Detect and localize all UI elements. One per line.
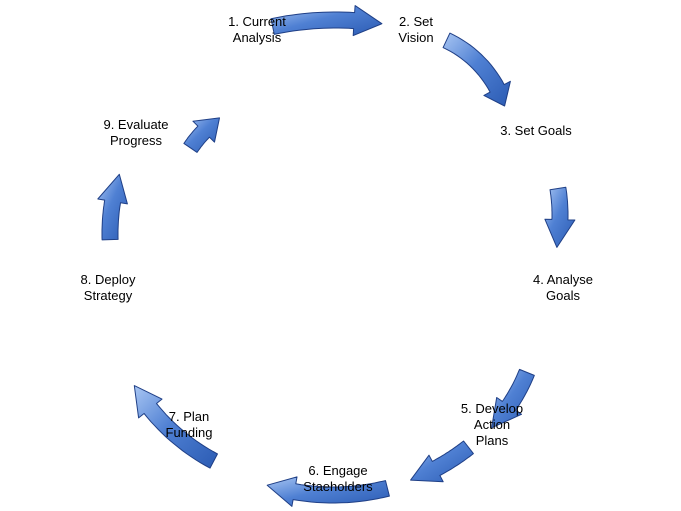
step-label-line: 8. Deploy xyxy=(81,272,136,287)
step-label-line: Analysis xyxy=(233,30,282,45)
step-label-line: 6. Engage xyxy=(308,463,367,478)
cycle-arrow-6 xyxy=(266,476,390,507)
step-label-line: 4. Analyse xyxy=(533,272,593,287)
step-label-line: 5. Develop xyxy=(461,401,523,416)
step-label-line: Strategy xyxy=(84,288,133,303)
step-label-line: Progress xyxy=(110,133,163,148)
cycle-arrow-7 xyxy=(133,385,218,469)
cycle-arrow-1 xyxy=(270,5,383,37)
step-label-line: 1. Current xyxy=(228,14,286,29)
step-label-line: Funding xyxy=(166,425,213,440)
step-label-line: 7. Plan xyxy=(169,409,209,424)
cycle-arrow-4 xyxy=(491,368,535,429)
step-label-line: Action xyxy=(474,417,510,432)
cycle-arrow-5 xyxy=(410,440,474,483)
step-label-line: Plans xyxy=(476,433,509,448)
cycle-arrow-9 xyxy=(183,117,220,153)
step-label-line: 3. Set Goals xyxy=(500,123,572,138)
step-label-line: 9. Evaluate xyxy=(103,117,168,132)
step-label-3: 3. Set Goals xyxy=(500,123,572,138)
cycle-arrow-8 xyxy=(97,173,128,241)
cycle-arrow-3 xyxy=(544,186,576,248)
step-label-line: Goals xyxy=(546,288,580,303)
step-label-line: Staeholders xyxy=(303,479,373,494)
step-label-line: 2. Set xyxy=(399,14,433,29)
step-label-line: Vision xyxy=(398,30,433,45)
cycle-arrow-2 xyxy=(442,32,511,107)
arrows-layer xyxy=(97,5,576,507)
